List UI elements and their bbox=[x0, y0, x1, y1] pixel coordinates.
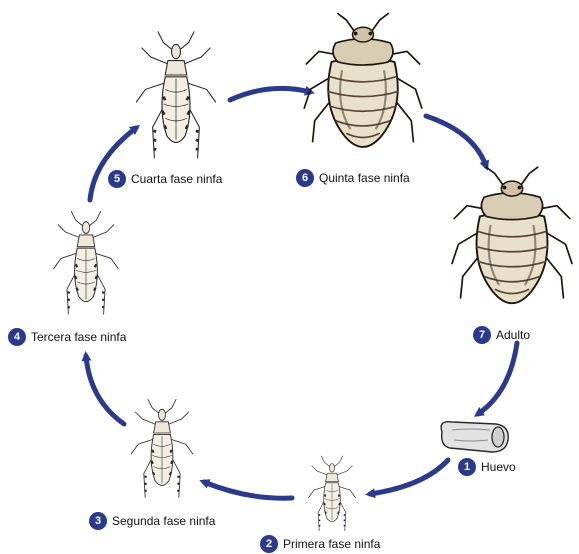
stage-number-badge: 7 bbox=[473, 326, 491, 344]
stage-number-badge: 2 bbox=[260, 535, 278, 553]
arrow-second-to-third bbox=[86, 356, 124, 424]
arrow-first-to-second bbox=[204, 482, 292, 498]
nymph-illustration-third bbox=[54, 211, 119, 314]
stage-label-text: Adulto bbox=[496, 328, 530, 342]
egg-illustration bbox=[441, 422, 508, 452]
stage-number-badge: 1 bbox=[458, 458, 476, 476]
arrow-adult-to-egg bbox=[478, 343, 517, 414]
stage-label-5: 5 Cuarta fase ninfa bbox=[108, 169, 222, 189]
bedbug-illustration-fifth bbox=[304, 14, 422, 147]
stage-number-badge: 4 bbox=[8, 328, 26, 346]
nymph-illustration-fourth bbox=[136, 32, 215, 158]
stage-label-text: Segunda fase ninfa bbox=[112, 514, 215, 528]
stage-number-badge: 3 bbox=[89, 512, 107, 530]
stage-label-3: 3 Segunda fase ninfa bbox=[89, 511, 215, 531]
stage-label-2: 2 Primera fase ninfa bbox=[260, 534, 380, 554]
stage-number-badge: 6 bbox=[296, 169, 314, 187]
arrow-fourth-to-fifth bbox=[230, 88, 310, 100]
stage-number-badge: 5 bbox=[108, 170, 126, 188]
stage-label-text: Quinta fase ninfa bbox=[319, 171, 410, 185]
stage-label-text: Cuarta fase ninfa bbox=[131, 172, 222, 186]
arrow-egg-to-first bbox=[370, 460, 448, 494]
stage-label-text: Primera fase ninfa bbox=[283, 537, 380, 551]
nymph-illustration-second bbox=[131, 399, 193, 497]
stage-label-text: Tercera fase ninfa bbox=[31, 330, 126, 344]
arrow-fifth-to-adult bbox=[426, 116, 486, 166]
stage-label-7: 7 Adulto bbox=[473, 325, 530, 345]
bedbug-illustration-adult bbox=[452, 167, 572, 303]
arrow-third-to-fourth bbox=[90, 128, 136, 200]
stage-label-1: 1 Huevo bbox=[458, 457, 516, 477]
nymph-illustration-first bbox=[309, 456, 356, 531]
stage-label-text: Huevo bbox=[481, 460, 516, 474]
stage-label-4: 4 Tercera fase ninfa bbox=[8, 327, 126, 347]
stage-label-6: 6 Quinta fase ninfa bbox=[296, 168, 410, 188]
